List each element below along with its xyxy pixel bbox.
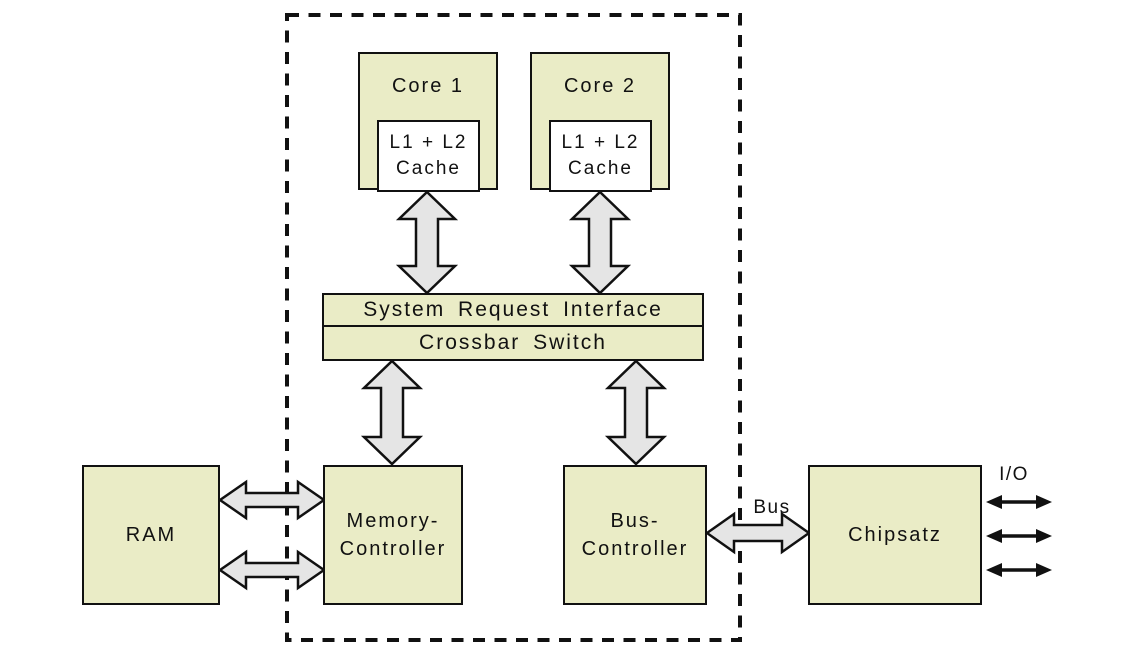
sri-label: System Request Interface	[363, 298, 663, 321]
chipset-label: Chipsatz	[848, 524, 942, 546]
crossbar-switch-bar: Crossbar Switch	[322, 327, 704, 361]
cache1-box: L1 + L2 Cache	[377, 120, 480, 192]
busctl-label-line2: Controller	[581, 538, 689, 560]
crossbar-label: Crossbar Switch	[419, 331, 607, 354]
arrow-busctl-chipset-bus	[704, 511, 812, 555]
core1-label: Core 1	[391, 75, 465, 97]
arrow-ram-memctl-lower	[217, 549, 327, 591]
bus-controller-box: Bus- Controller	[563, 465, 707, 605]
cpu-die-dashed-boundary	[285, 13, 742, 642]
ram-box: RAM	[82, 465, 220, 605]
busctl-label-line1: Bus-	[610, 510, 660, 532]
io-label: I/O	[999, 464, 1029, 485]
arrow-ram-memctl-upper	[217, 479, 327, 521]
arrow-crossbar-memctl	[360, 359, 424, 466]
cache2-label-line2: Cache	[568, 158, 633, 179]
bus-label: Bus	[753, 497, 791, 518]
arrow-cache1-sri	[395, 190, 459, 295]
cache1-label-line1: L1 + L2	[389, 132, 468, 153]
io-arrow-2	[986, 529, 1052, 543]
system-request-interface-bar: System Request Interface	[322, 293, 704, 327]
io-arrow-3	[986, 563, 1052, 577]
arrow-cache2-sri	[568, 190, 632, 295]
ram-label: RAM	[125, 524, 177, 546]
memory-controller-box: Memory- Controller	[323, 465, 463, 605]
chipset-box: Chipsatz	[808, 465, 982, 605]
cache2-box: L1 + L2 Cache	[549, 120, 652, 192]
io-arrow-1	[986, 495, 1052, 509]
core2-label: Core 2	[563, 75, 637, 97]
memctl-label-line1: Memory-	[346, 510, 440, 532]
cache1-label-line2: Cache	[396, 158, 461, 179]
cache2-label-line1: L1 + L2	[561, 132, 640, 153]
memctl-label-line2: Controller	[339, 538, 447, 560]
arrow-crossbar-busctl	[604, 359, 668, 466]
